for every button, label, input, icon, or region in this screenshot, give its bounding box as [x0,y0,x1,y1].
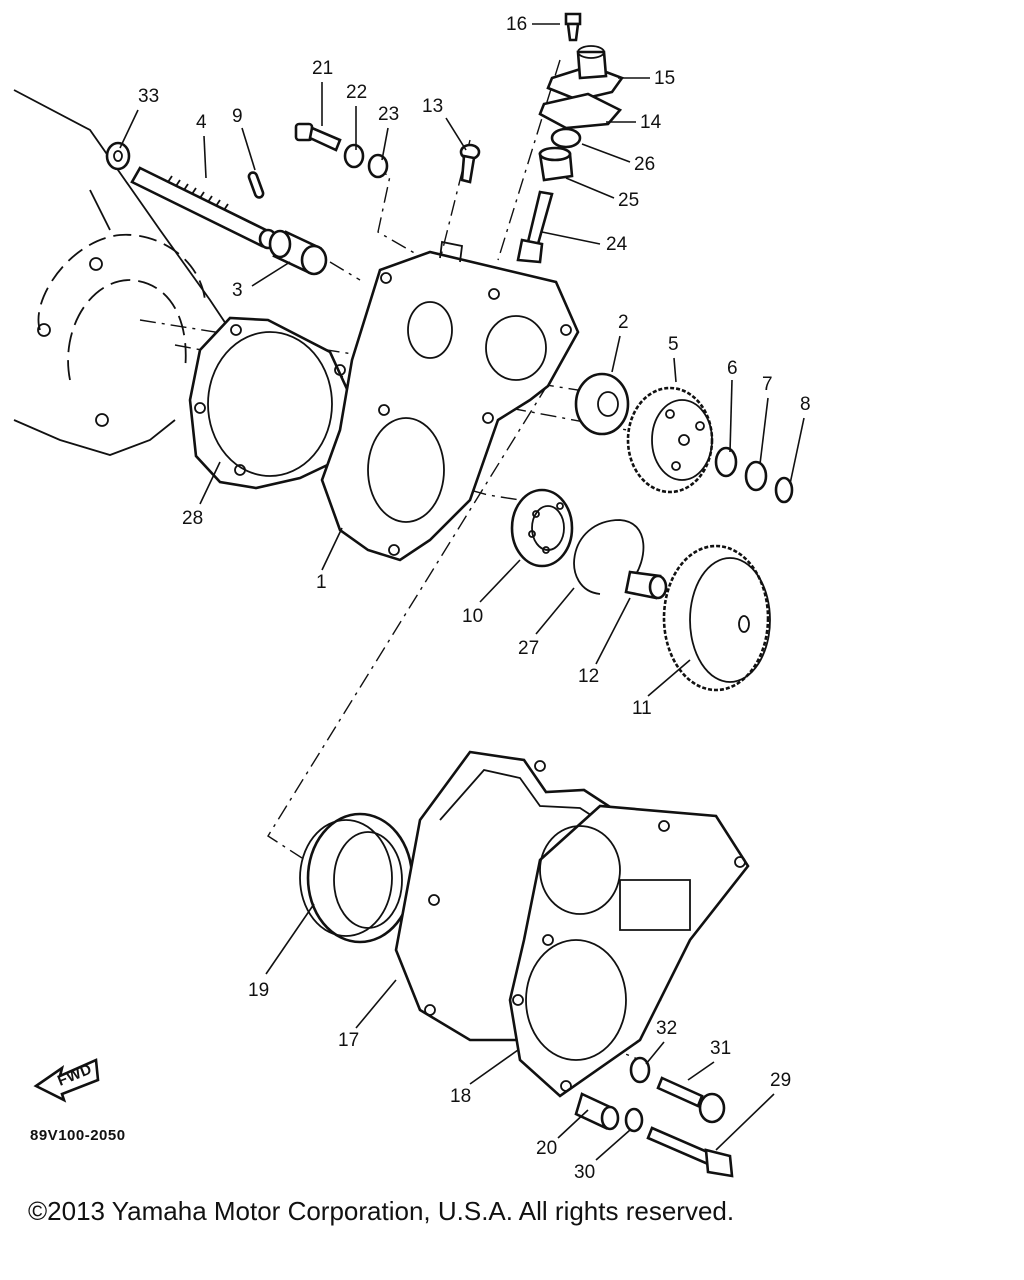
callout-layer: 1234567891011121314151617181920212223242… [119,14,811,1183]
callout-19: 19 [248,980,269,1001]
callout-2: 2 [618,312,629,333]
leader-line-9 [241,127,256,171]
leader-line-6 [729,379,733,453]
leader-line-5 [673,357,677,383]
callout-4: 4 [196,112,207,133]
bushing-3 [268,229,328,276]
leader-line-1 [321,527,343,571]
callout-17: 17 [338,1030,359,1051]
callout-13: 13 [422,96,443,117]
callout-11: 11 [632,698,652,719]
copyright-notice: ©2013 Yamaha Motor Corporation, U.S.A. A… [28,1196,735,1226]
leader-line-27 [535,587,575,635]
callout-25: 25 [618,190,639,211]
gear-5 [626,386,714,494]
dowel-12 [624,570,668,600]
washer-30 [624,1107,644,1133]
leader-line-20 [557,1109,589,1139]
callout-21: 21 [312,58,333,79]
washer-22 [343,143,365,169]
callout-29: 29 [770,1070,791,1091]
front-direction-badge: FWD [33,1058,100,1103]
leader-line-23 [381,127,389,161]
washer-6 [714,446,738,478]
bolt-31 [656,1076,726,1124]
callout-5: 5 [668,334,679,355]
callout-32: 32 [656,1018,677,1039]
washer-33 [105,141,131,171]
driven-gear-24 [516,190,554,264]
callout-7: 7 [762,374,773,395]
leader-line-26 [581,143,631,163]
screw-13 [459,143,481,184]
callout-16: 16 [506,14,527,35]
leader-line-12 [595,597,631,665]
leader-line-18 [469,1049,519,1085]
leader-line-32 [645,1041,665,1065]
callout-30: 30 [574,1162,595,1180]
leader-line-10 [479,559,521,603]
callout-3: 3 [232,280,243,301]
callout-1: 1 [316,572,327,593]
leader-line-25 [565,177,615,199]
callout-26: 26 [634,154,655,175]
bolt-29 [646,1126,734,1178]
callout-9: 9 [232,106,243,127]
leader-line-17 [355,979,397,1029]
leader-line-4 [203,135,207,179]
screw-16 [564,12,582,42]
callout-28: 28 [182,508,203,529]
cover-15 [546,45,625,102]
bolt-21 [294,122,342,152]
callout-12: 12 [578,666,599,687]
leader-line-30 [595,1129,631,1161]
leader-line-3 [251,261,291,287]
leader-line-8 [789,417,805,485]
callout-15: 15 [654,68,675,89]
callout-18: 18 [450,1086,471,1107]
callout-33: 33 [138,86,159,107]
gear-11 [662,544,771,692]
washer-32 [629,1056,651,1084]
callout-27: 27 [518,638,539,659]
leader-line-31 [687,1061,715,1081]
washer-23 [367,153,389,179]
housing-1 [320,240,580,562]
callout-14: 14 [640,112,662,133]
circlip-8 [774,476,794,504]
callout-31: 31 [710,1038,731,1059]
cover-18 [508,804,750,1098]
leader-line-33 [119,109,139,149]
pin-9 [247,171,265,199]
bearing-10 [510,488,574,568]
leader-line-13 [445,117,467,151]
leader-line-19 [265,903,315,975]
washer-7 [744,460,768,492]
callout-24: 24 [606,234,628,255]
exploded-view-drawing: FWD 89V100-2050 123456789101112131415161… [13,12,811,1183]
leader-line-7 [759,397,769,465]
callout-6: 6 [727,358,738,379]
leader-line-2 [611,335,621,373]
callout-23: 23 [378,104,399,125]
bushing-25 [538,146,574,182]
drawing-code: 89V100-2050 [30,1127,126,1144]
leader-line-24 [541,231,601,245]
callout-10: 10 [462,606,483,627]
dowel-20 [574,1092,620,1131]
leader-line-11 [647,659,691,697]
callout-8: 8 [800,394,811,415]
bearing-2 [574,372,630,436]
gasket-14 [538,92,623,130]
leader-line-29 [715,1093,775,1151]
callout-20: 20 [536,1138,557,1159]
snap-ring-27 [573,519,645,595]
seal-26 [550,127,582,149]
seal-19 [299,812,414,944]
leader-line-28 [199,461,221,505]
engine-case [13,89,231,456]
callout-22: 22 [346,82,367,103]
